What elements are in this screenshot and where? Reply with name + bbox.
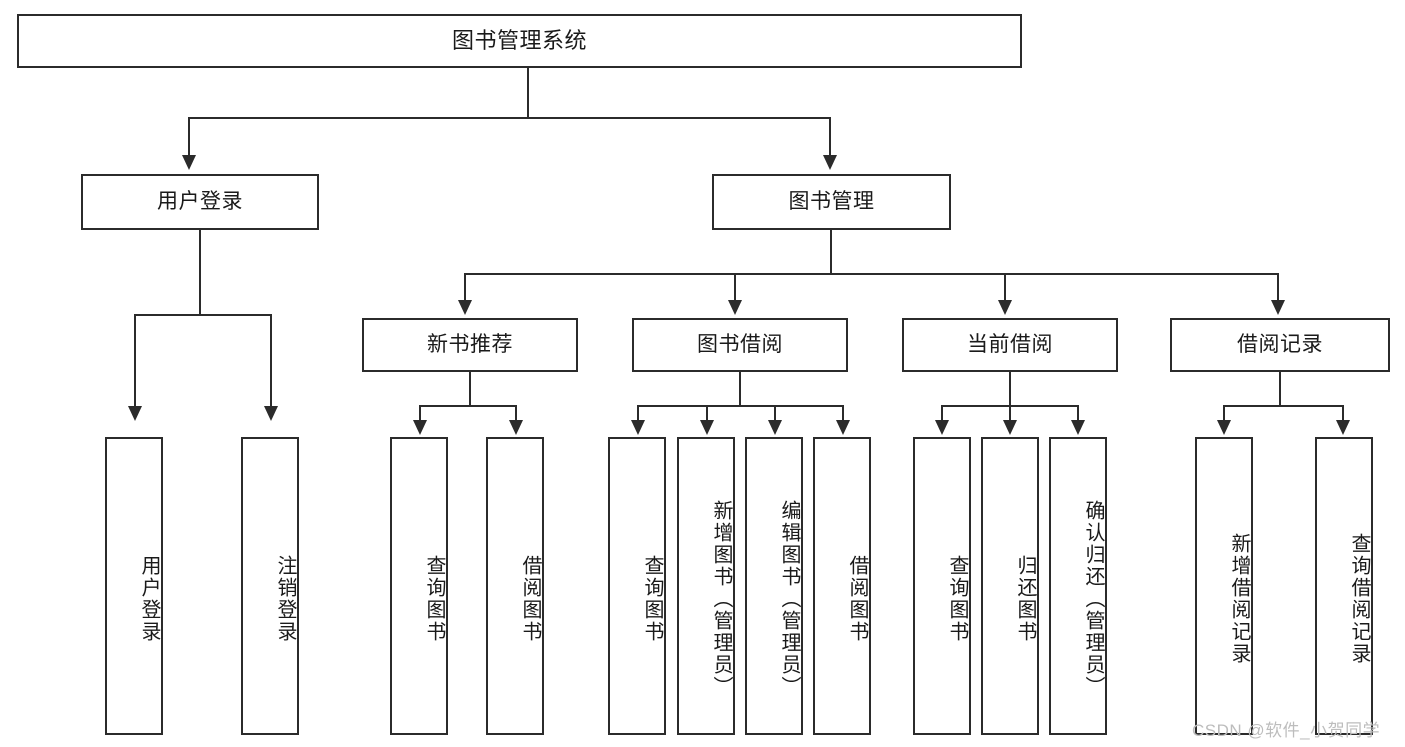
node-label: 编辑图书（管理员） (778, 500, 800, 698)
connector-records-to-leaf2 (1342, 405, 1344, 421)
arrowhead-leaf-return-book (1003, 420, 1017, 435)
connector-records-to-leaf1 (1223, 405, 1225, 421)
arrowhead-new-book-recommend (458, 300, 472, 315)
arrowhead-leaf-borrow-book-1 (509, 420, 523, 435)
arrowhead-leaf-confirm-return (1071, 420, 1085, 435)
connector-newbooks-bus (419, 405, 517, 407)
leaf-borrow-book[interactable]: 借阅图书 (813, 437, 871, 735)
node-new-book-recommend[interactable]: 新书推荐 (362, 318, 578, 372)
connector-userlogin-stem (199, 230, 201, 315)
arrowhead-current-borrow (998, 300, 1012, 315)
node-label: 借阅记录 (1237, 333, 1323, 357)
connector-bookmgmt-to-records (1277, 273, 1279, 301)
leaf-confirm-return-admin[interactable]: 确认归还（管理员） (1049, 437, 1107, 735)
node-borrow-records[interactable]: 借阅记录 (1170, 318, 1390, 372)
connector-current-to-leaf3 (1077, 405, 1079, 421)
connector-current-to-leaf1 (941, 405, 943, 421)
node-book-management[interactable]: 图书管理 (712, 174, 951, 230)
leaf-add-book-admin[interactable]: 新增图书（管理员） (677, 437, 735, 735)
arrowhead-leaf-query-record (1336, 420, 1350, 435)
arrowhead-borrow-records (1271, 300, 1285, 315)
leaf-return-book[interactable]: 归还图书 (981, 437, 1039, 735)
connector-current-stem (1009, 372, 1011, 406)
node-user-login[interactable]: 用户登录 (81, 174, 319, 230)
connector-bookmgmt-to-borrow (734, 273, 736, 301)
arrowhead-leaf-query-book-1 (413, 420, 427, 435)
leaf-logout[interactable]: 注销登录 (241, 437, 299, 735)
connector-records-bus (1223, 405, 1343, 407)
connector-bookmgmt-to-current (1004, 273, 1006, 301)
arrowhead-book-borrow (728, 300, 742, 315)
connector-borrow-to-leaf3 (774, 405, 776, 421)
leaf-query-book-current[interactable]: 查询图书 (913, 437, 971, 735)
arrowhead-to-book-management (823, 155, 837, 170)
node-label: 图书管理 (788, 190, 875, 214)
arrowhead-leaf-add-record (1217, 420, 1231, 435)
csdn-watermark: CSDN @软件_小贺同学 (1192, 721, 1381, 740)
connector-borrow-to-leaf1 (637, 405, 639, 421)
connector-root-stem (527, 68, 529, 118)
node-label: 图书管理系统 (451, 27, 587, 53)
node-label: 新书推荐 (427, 333, 513, 357)
node-label: 确认归还（管理员） (1082, 500, 1104, 698)
node-current-borrow[interactable]: 当前借阅 (902, 318, 1118, 372)
arrowhead-leaf-edit-book (768, 420, 782, 435)
leaf-borrow-book-newbooks[interactable]: 借阅图书 (486, 437, 544, 735)
connector-newbooks-to-leaf1 (419, 405, 421, 421)
connector-root-to-login (188, 117, 190, 157)
arrowhead-leaf-add-book (700, 420, 714, 435)
arrowhead-leaf-borrow-book-2 (836, 420, 850, 435)
connector-userlogin-to-leaf2 (270, 314, 272, 407)
connector-borrow-bus (637, 405, 843, 407)
node-label: 新增图书（管理员） (710, 500, 732, 698)
connector-borrow-to-leaf4 (842, 405, 844, 421)
arrowhead-leaf-query-book-2 (631, 420, 645, 435)
connector-bookmgmt-stem (830, 230, 832, 274)
node-label: 图书借阅 (697, 333, 783, 357)
connector-borrow-to-leaf2 (706, 405, 708, 421)
leaf-query-borrow-record[interactable]: 查询借阅记录 (1315, 437, 1373, 735)
node-label: 查询借阅记录 (1348, 533, 1370, 665)
connector-root-bus (188, 117, 831, 119)
node-label: 查询图书 (423, 555, 445, 643)
arrowhead-leaf-user-login (128, 406, 142, 421)
node-label: 归还图书 (1014, 555, 1036, 643)
node-label: 查询图书 (641, 555, 663, 643)
arrowhead-leaf-query-book-3 (935, 420, 949, 435)
connector-current-to-leaf2 (1009, 405, 1011, 421)
leaf-edit-book-admin[interactable]: 编辑图书（管理员） (745, 437, 803, 735)
connector-newbooks-stem (469, 372, 471, 406)
connector-root-to-bookmgmt (829, 117, 831, 157)
arrowhead-to-user-login (182, 155, 196, 170)
node-label: 借阅图书 (519, 555, 541, 643)
node-label: 借阅图书 (846, 555, 868, 643)
node-label: 新增借阅记录 (1228, 533, 1250, 665)
node-label: 用户登录 (138, 555, 160, 643)
connector-borrow-stem (739, 372, 741, 406)
leaf-query-book-newbooks[interactable]: 查询图书 (390, 437, 448, 735)
connector-newbooks-to-leaf2 (515, 405, 517, 421)
connector-bookmgmt-bus (464, 273, 1279, 275)
node-label: 当前借阅 (967, 333, 1053, 357)
node-root-system[interactable]: 图书管理系统 (17, 14, 1022, 68)
connector-bookmgmt-to-newbooks (464, 273, 466, 301)
node-book-borrow[interactable]: 图书借阅 (632, 318, 848, 372)
node-label: 查询图书 (946, 555, 968, 643)
leaf-add-borrow-record[interactable]: 新增借阅记录 (1195, 437, 1253, 735)
node-label: 用户登录 (157, 190, 243, 214)
connector-userlogin-bus (134, 314, 272, 316)
node-label: 注销登录 (274, 555, 296, 643)
arrowhead-leaf-logout (264, 406, 278, 421)
leaf-query-book-borrow[interactable]: 查询图书 (608, 437, 666, 735)
connector-userlogin-to-leaf1 (134, 314, 136, 407)
leaf-user-login[interactable]: 用户登录 (105, 437, 163, 735)
connector-records-stem (1279, 372, 1281, 406)
